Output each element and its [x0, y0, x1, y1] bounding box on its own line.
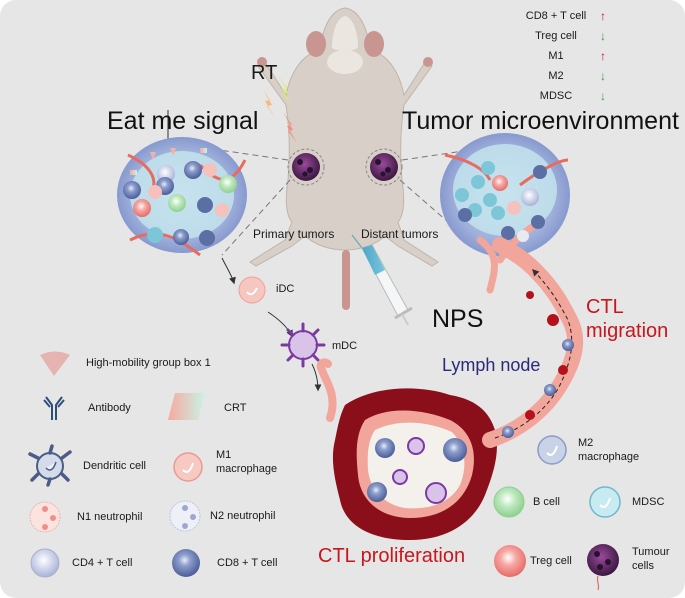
cd4-t-cell-icon: [30, 548, 60, 578]
legend-n2-neutrophil-label: N2 neutrophil: [210, 510, 276, 522]
cd8-t-cell-icon: [172, 549, 200, 577]
change-cell-name: M2: [548, 70, 564, 82]
syringe-icon: [351, 234, 413, 326]
arrow-down-icon: ↓: [600, 29, 606, 43]
change-row: M1 ↑: [498, 46, 628, 66]
immature-dendritic-cell: [238, 276, 266, 304]
legend-crt-label: CRT: [224, 402, 247, 414]
change-cell-name: CD8 + T cell: [525, 10, 587, 22]
treg-cell-icon: [494, 545, 526, 577]
legend-m1-label-line1: M1: [216, 449, 232, 461]
legend-hmgb1-label: High-mobility group box 1: [86, 357, 211, 369]
ctl-migration-label-line2: migration: [586, 320, 669, 342]
change-row: Treg cell ↓: [498, 26, 628, 46]
legend-mdsc-label: MDSC: [632, 496, 665, 508]
ctl-proliferation-label: CTL proliferation: [318, 545, 466, 567]
change-cell-name: Treg cell: [535, 30, 577, 42]
antibody-icon: [43, 396, 65, 420]
legend-cd4-t-cell-label: CD4 + T cell: [72, 557, 133, 569]
legend-tumour-label-line2: cells: [632, 560, 655, 572]
mouse-illustration: [249, 7, 439, 310]
tumor-microenvironment-cluster: [440, 133, 570, 294]
b-cell-icon: [493, 486, 525, 518]
rt-label: RT: [251, 62, 278, 84]
lymph-node: [316, 358, 497, 540]
dendritic-cell-icon: [28, 444, 72, 487]
legend-m2-label-line1: M2: [578, 437, 594, 449]
primary-tumor-on-mouse: [287, 148, 325, 186]
change-cell-name: M1: [548, 50, 564, 62]
legend-treg-cell-label: Treg cell: [530, 555, 572, 567]
zoom-connector-lines: [184, 144, 506, 256]
legend-m2-label-line2: macrophage: [578, 451, 640, 463]
arrow-up-icon: ↑: [600, 9, 606, 23]
eat-me-signal-title: Eat me signal: [107, 107, 259, 135]
arrow-down-icon: ↓: [600, 69, 606, 83]
mdsc-icon: [589, 486, 621, 518]
legend-antibody-label: Antibody: [88, 402, 131, 414]
mdc-label: mDC: [332, 340, 358, 352]
change-cell-name: MDSC: [539, 90, 573, 102]
arrow-down-icon: ↓: [600, 89, 606, 103]
ctl-migration-label-line1: CTL: [586, 296, 624, 318]
legend-tumour-label-line1: Tumour: [632, 546, 670, 558]
legend-m1-label-line2: macrophage: [216, 463, 278, 475]
arrow-up-icon: ↑: [600, 49, 606, 63]
legend-cd8-t-cell-label: CD8 + T cell: [217, 557, 278, 569]
distant-tumor-on-mouse: [365, 148, 403, 186]
mature-dendritic-cell: [280, 322, 326, 368]
nps-label: NPS: [432, 305, 484, 333]
change-row: CD8 + T cell ↑: [498, 6, 628, 26]
change-row: M2 ↓: [498, 66, 628, 86]
radiation-bolts-icon: [262, 75, 297, 143]
primary-tumors-label: Primary tumors: [253, 227, 335, 241]
tumour-cells-icon: [587, 544, 619, 591]
eat-me-signal-tumor-cluster: [117, 110, 247, 257]
tumor-microenvironment-title: Tumor microenvironment: [402, 107, 679, 135]
m1-macrophage-icon: [173, 452, 203, 482]
lymph-vessel: [482, 237, 584, 448]
cell-change-list: CD8 + T cell ↑ Treg cell ↓ M1 ↑ M2 ↓ MDS…: [498, 6, 628, 106]
hmgb1-icon: [40, 351, 70, 376]
legend-dendritic-cell-label: Dendritic cell: [83, 460, 146, 472]
legend-n1-neutrophil-label: N1 neutrophil: [77, 511, 143, 523]
change-row: MDSC ↓: [498, 86, 628, 106]
m2-macrophage-icon: [537, 435, 567, 465]
idc-label: iDC: [276, 283, 295, 295]
n1-neutrophil-icon: [29, 501, 61, 533]
n2-neutrophil-icon: [169, 500, 201, 532]
legend-b-cell-label: B cell: [533, 496, 560, 508]
lymph-node-label: Lymph node: [442, 355, 541, 375]
crt-icon: [168, 393, 205, 420]
distant-tumors-label: Distant tumors: [361, 227, 439, 241]
